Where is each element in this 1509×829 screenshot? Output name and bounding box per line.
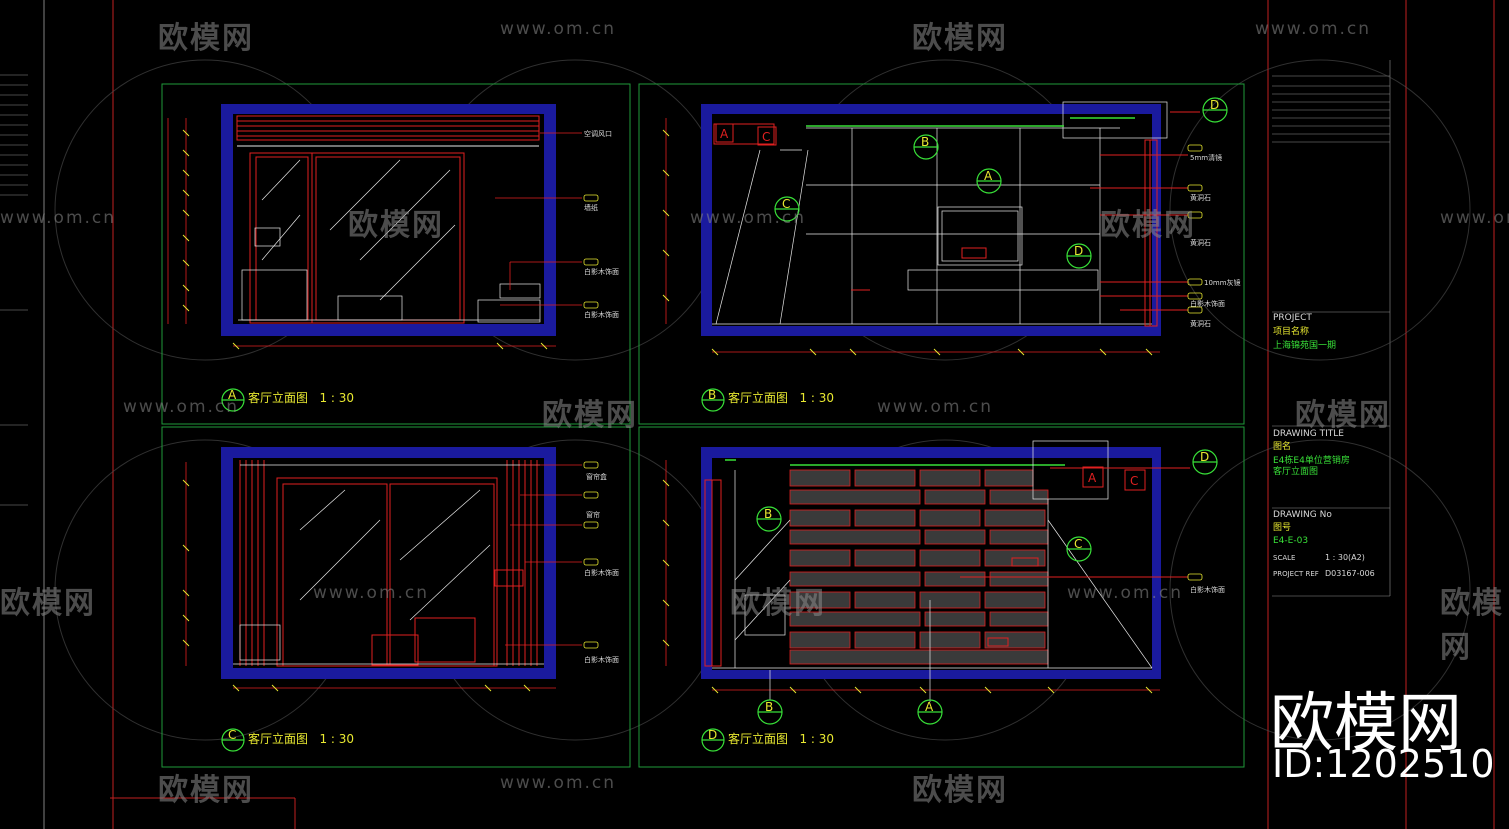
watermark-brand: 欧模网: [542, 398, 638, 433]
elevation-d: [662, 440, 1190, 702]
watermark-url: www.om.cn: [500, 773, 617, 793]
drawing-no-label: DRAWING No: [1273, 510, 1332, 520]
watermark-url: www.om.cn: [690, 208, 807, 228]
viewport-frames: [161, 83, 1245, 768]
watermark-brand: 欧模网: [730, 586, 826, 621]
watermark-url: www.om.cn: [1255, 19, 1372, 39]
svg-text:D: D: [1210, 98, 1219, 112]
drawing-title-line1: E4栋E4单位营销房: [1273, 456, 1350, 466]
watermark-brand: 欧模网: [1295, 398, 1391, 433]
section-letters: A C A C: [720, 127, 1138, 488]
watermark-brand: 欧模网: [158, 773, 254, 808]
svg-text:C: C: [762, 130, 770, 144]
watermark-url: www.om.cn: [313, 583, 430, 603]
project-name: 上海锦苑国一期: [1273, 341, 1337, 351]
drawing-number: E4-E-03: [1273, 536, 1309, 546]
watermark-brand: 欧模网: [1440, 586, 1504, 665]
site-logo: 欧模网: [1270, 687, 1462, 761]
elevation-b: [662, 101, 1200, 356]
note-a4: 白影木饰面: [584, 311, 619, 319]
elevation-c: [182, 447, 582, 692]
drawing-title-line2: 客厅立面图: [1273, 467, 1319, 477]
note-b6: 黄洞石: [1190, 320, 1211, 328]
view-b-name: 客厅立面图: [728, 391, 789, 405]
note-a3: 白影木饰面: [584, 268, 619, 276]
note-b2: 黄洞石: [1190, 194, 1211, 202]
left-revision-strip: [0, 74, 28, 506]
section-tags: [715, 123, 1146, 491]
view-a-name: 客厅立面图: [248, 391, 309, 405]
annotation-tags: [583, 144, 1203, 649]
watermark-brand: 欧模网: [158, 21, 254, 56]
drawing-title-cn-label: 图名: [1273, 442, 1292, 452]
drawing-no-cn-label: 图号: [1273, 523, 1292, 533]
svg-text:D: D: [708, 728, 717, 742]
note-a1: 空调风口: [584, 130, 612, 138]
project-ref-value: D03167-006: [1325, 569, 1375, 578]
note-b1: 5mm清镜: [1190, 154, 1223, 162]
svg-text:B: B: [921, 135, 929, 149]
watermark-url: www.om.cn: [877, 397, 994, 417]
svg-text:D: D: [1074, 244, 1083, 258]
view-d-title: 客厅立面图 1 : 30: [728, 730, 834, 747]
svg-text:B: B: [765, 700, 773, 714]
svg-text:C: C: [1074, 537, 1082, 551]
view-b-scale: 1 : 30: [799, 391, 835, 405]
reference-markers: [221, 97, 1228, 752]
watermark-url: www.om.cn: [500, 19, 617, 39]
svg-text:B: B: [708, 388, 716, 402]
reference-letters: B A C D D D B C B A A B C D: [228, 98, 1219, 742]
view-b-title: 客厅立面图 1 : 30: [728, 389, 834, 406]
svg-text:A: A: [1088, 471, 1097, 485]
svg-text:C: C: [1130, 474, 1138, 488]
svg-text:A: A: [925, 700, 934, 714]
project-ref-label: PROJECT REF: [1273, 570, 1319, 578]
svg-text:A: A: [984, 169, 993, 183]
drawing-title-label: DRAWING TITLE: [1273, 429, 1344, 439]
title-block-grid: [1272, 60, 1391, 597]
view-c-scale: 1 : 30: [319, 732, 355, 746]
view-d-name: 客厅立面图: [728, 732, 789, 746]
project-cn-label: 项目名称: [1273, 327, 1310, 337]
svg-text:D: D: [1200, 450, 1209, 464]
note-b4: 10mm灰镜: [1204, 279, 1241, 287]
note-a2: 墙纸: [584, 204, 598, 212]
note-b5: 白影木饰面: [1190, 300, 1225, 308]
watermark-url: www.om.cn: [1067, 583, 1184, 603]
view-c-name: 客厅立面图: [248, 732, 309, 746]
watermark-brand: 欧模网: [348, 208, 444, 243]
note-b3: 黄洞石: [1190, 239, 1211, 247]
scale-label: SCALE: [1273, 554, 1296, 562]
watermark-brand: 欧模网: [912, 21, 1008, 56]
note-c3: 白影木饰面: [584, 569, 619, 577]
project-label: PROJECT: [1273, 313, 1312, 323]
note-d1: 白影木饰面: [1190, 586, 1225, 594]
svg-text:A: A: [720, 127, 729, 141]
watermark-url: www.om.cn: [123, 397, 240, 417]
note-c2: 窗帘: [586, 511, 600, 519]
watermark-brand: 欧模网: [912, 773, 1008, 808]
watermark-url: www.om.cn: [0, 208, 117, 228]
svg-text:B: B: [764, 507, 772, 521]
resource-id: ID:1202510: [1272, 742, 1495, 786]
note-c4: 白影木饰面: [584, 656, 619, 664]
watermark-url: www.om.cn: [1440, 208, 1509, 228]
view-d-scale: 1 : 30: [799, 732, 835, 746]
watermark-brand: 欧模网: [1100, 208, 1196, 243]
view-c-title: 客厅立面图 1 : 30: [248, 730, 354, 747]
svg-text:C: C: [228, 728, 236, 742]
svg-text:C: C: [782, 197, 790, 211]
view-a-title: 客厅立面图 1 : 30: [248, 389, 354, 406]
scale-value: 1 : 30(A2): [1325, 553, 1365, 562]
note-c1: 窗帘盒: [586, 473, 607, 481]
svg-text:A: A: [228, 388, 237, 402]
watermark-brand: 欧模网: [0, 586, 96, 621]
elevation-a: [167, 104, 582, 350]
view-a-scale: 1 : 30: [319, 391, 355, 405]
sheet-border: [43, 0, 1495, 829]
